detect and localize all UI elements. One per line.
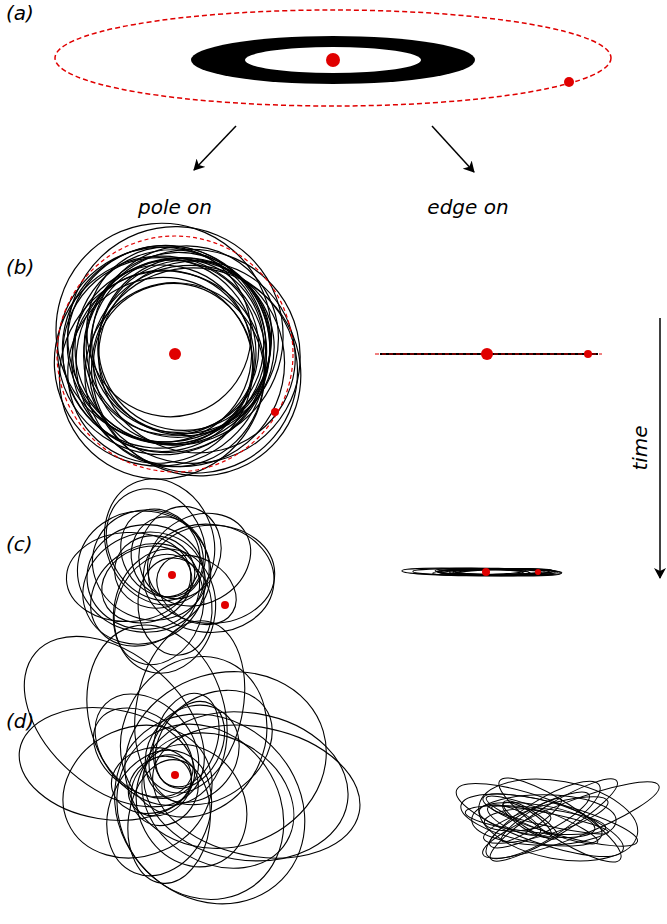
particle-orbit [11,695,203,832]
particle-orbit [142,685,230,795]
particle-orbit [120,610,260,803]
planet [535,569,541,575]
particle-orbit [144,541,249,639]
particle-orbit [479,784,642,856]
star [169,348,181,360]
particle-orbit [36,218,325,507]
particle-orbit [148,524,276,624]
panel-label: edge on [427,196,508,218]
star [482,568,490,576]
particle-orbit [121,755,218,888]
panel-label: (c) [6,533,33,555]
panel-label: (b) [6,256,34,278]
particle-orbit [49,225,343,518]
panel-label: time [629,425,651,470]
planet [584,350,592,358]
particle-orbit [70,263,254,445]
particle-orbit [131,495,267,624]
particle-orbit [19,221,301,502]
view-arrow [194,126,236,170]
particle-orbit [413,568,529,576]
particle-orbit [46,221,298,474]
planet [221,601,229,609]
star [168,571,176,579]
particle-orbit [57,251,263,454]
ring-hole [245,47,421,73]
panel-label: (a) [6,2,34,24]
particle-orbit [66,608,249,823]
panel-label: (d) [6,710,34,732]
particle-orbit [498,797,556,843]
particle-orbit [480,787,612,852]
particle-orbit [476,769,665,871]
orbit-lines [0,185,665,924]
particle-orbit [91,533,203,635]
planet [271,408,279,416]
particle-orbit [126,495,233,610]
panel-label: pole on [138,196,212,218]
planet-orbit [57,236,293,472]
particle-orbit [109,529,201,614]
particle-orbit [106,495,215,610]
particle-orbit [118,742,212,839]
particle-orbit [457,784,607,856]
particle-orbit [0,603,237,841]
particle-orbit [76,675,344,924]
particle-orbit [141,690,238,800]
planet [564,77,574,87]
particle-orbit [127,667,295,829]
particle-orbit [83,692,317,924]
particle-orbit [472,767,644,872]
particle-orbit [64,512,223,664]
particle-orbit [87,249,307,465]
particle-orbit [69,235,314,478]
particle-orbit [94,632,294,842]
debris-ring [191,36,475,84]
bodies [168,348,592,779]
particle-orbit [74,491,227,639]
particle-orbit [433,568,527,576]
time-arrow [659,318,661,578]
particle-orbit [55,209,316,470]
particle-orbit [18,185,310,479]
star [481,348,493,360]
particle-orbit [46,223,340,516]
view-arrow [432,126,474,172]
star [171,771,179,779]
planet-orbit [55,10,611,106]
star [326,53,340,67]
particle-orbit [99,541,219,677]
